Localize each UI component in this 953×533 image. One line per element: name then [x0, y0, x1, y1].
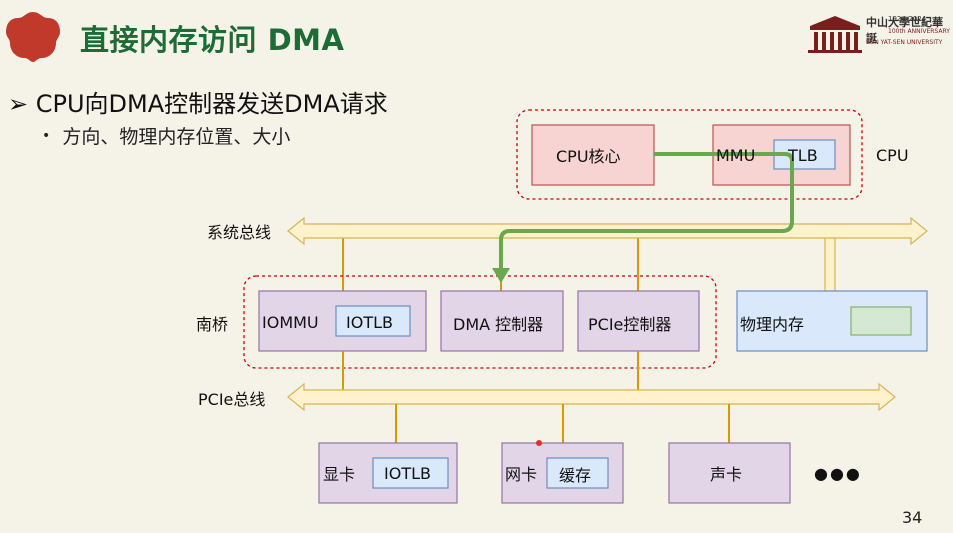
nic-label: 网卡	[505, 465, 538, 484]
gpu-iotlb-box	[372, 457, 449, 489]
connector-bus-memory	[824, 237, 836, 292]
university-logo	[808, 16, 862, 53]
pointer-dot	[536, 440, 542, 446]
page-number: 34	[902, 508, 923, 527]
nic-cache-label: 缓存	[559, 466, 592, 485]
bullet-arrow-icon: ➢	[8, 90, 29, 118]
pcie-bus-label: PCIe总线	[198, 390, 266, 409]
slide-title: 直接内存访问 DMA	[80, 23, 345, 57]
pcie-controller-box	[577, 290, 700, 352]
pcie-bus-arrow	[287, 382, 896, 412]
dma-controller-box	[440, 290, 564, 352]
memory-region-box	[850, 306, 912, 336]
logo-university: SUN YAT-SEN UNIVERSITY	[866, 39, 943, 46]
gpu-label: 显卡	[323, 465, 356, 484]
ellipsis: ●●●	[814, 464, 862, 483]
sound-card-label: 声卡	[710, 465, 743, 484]
southbridge-label: 南桥	[196, 315, 229, 334]
iommu-label: IOMMU	[262, 313, 319, 332]
title-badge-icon	[6, 12, 60, 62]
dma-request-arrowhead	[492, 268, 510, 283]
gpu-iotlb-label: IOTLB	[384, 464, 431, 483]
mmu-label: MMU	[716, 146, 756, 165]
cpu-group-label: CPU	[876, 146, 909, 165]
cpu-core-box	[531, 124, 655, 186]
sub-bullet-text: 方向、物理内存位置、大小	[62, 126, 291, 148]
tlb-label: TLB	[788, 146, 818, 165]
logo-years: 1924-2024	[888, 15, 927, 23]
dma-request-path	[499, 152, 794, 270]
main-bullet-text: CPU向DMA控制器发送DMA请求	[35, 90, 388, 118]
iotlb-label: IOTLB	[346, 313, 393, 332]
pcie-controller-label: PCIe控制器	[588, 315, 672, 334]
sound-card-box	[668, 442, 791, 504]
logo-anniversary: 100th ANNIVERSARY	[888, 28, 950, 35]
physical-memory-label: 物理内存	[740, 315, 805, 334]
cpu-core-label: CPU核心	[556, 147, 621, 166]
cpu-group-border	[516, 109, 863, 200]
nic-cache-box	[546, 457, 609, 489]
southbridge-group-border	[243, 275, 717, 369]
dma-controller-label: DMA 控制器	[453, 315, 544, 334]
iotlb-box	[335, 305, 411, 337]
main-bullet: ➢ CPU向DMA控制器发送DMA请求	[8, 84, 388, 119]
system-bus-label: 系统总线	[207, 223, 272, 242]
sub-bullet: • 方向、物理内存位置、大小	[42, 122, 290, 149]
bullet-dot-icon: •	[42, 128, 51, 144]
logo-name: 中山大學世紀華誕	[866, 16, 943, 45]
